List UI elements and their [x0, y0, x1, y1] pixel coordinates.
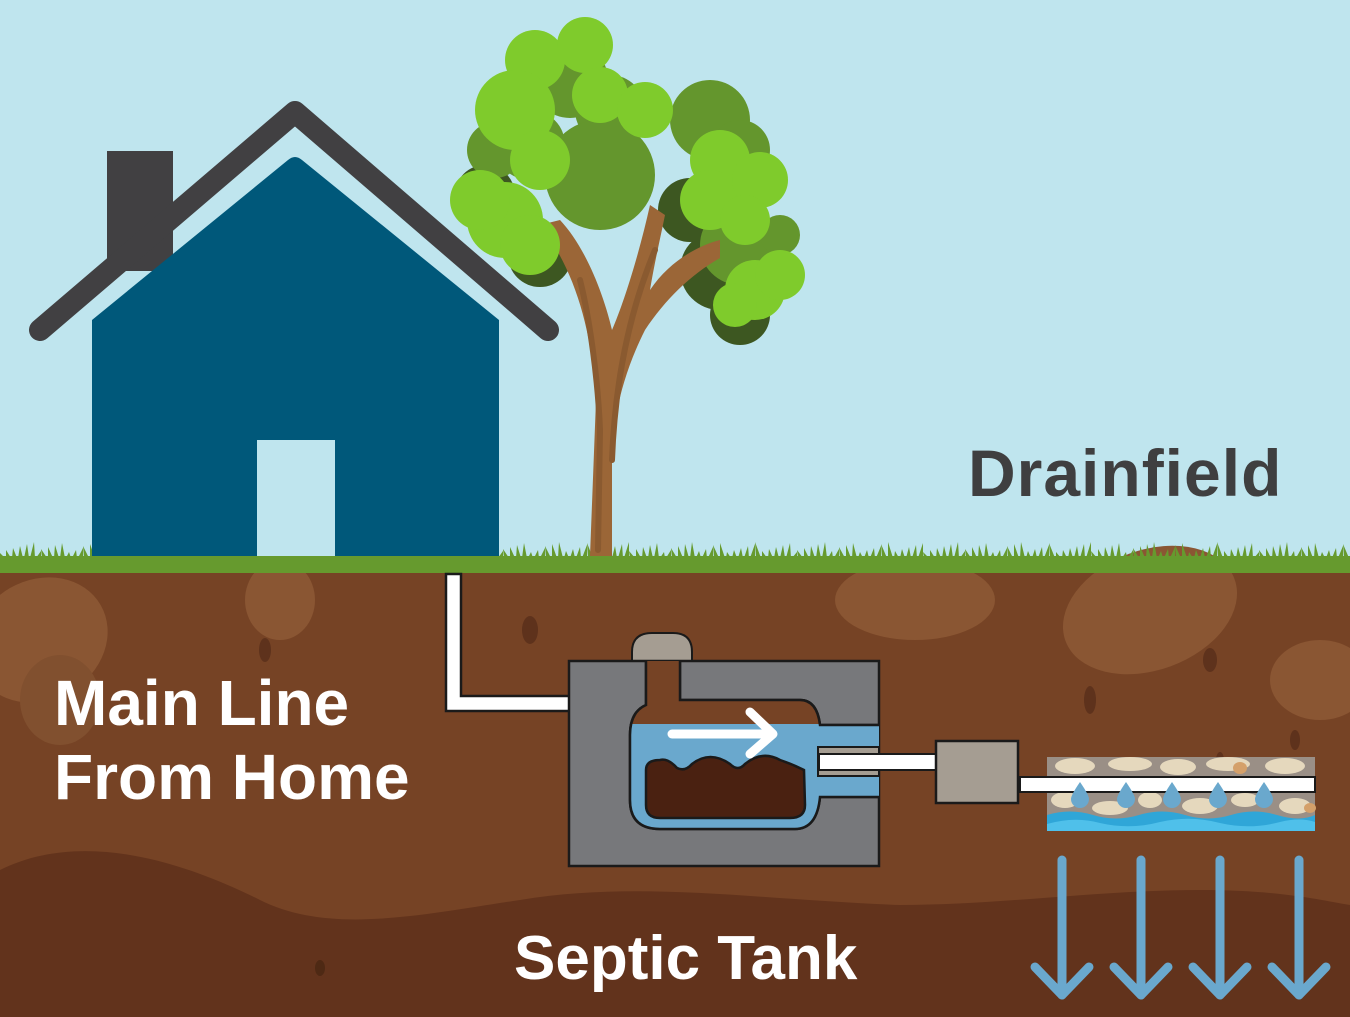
- septic-tank-label: Septic Tank: [514, 924, 858, 993]
- roof: [29, 101, 559, 341]
- down-arrow-icon: [1030, 855, 1094, 1000]
- water-drip-icon: [1255, 782, 1273, 808]
- house: [29, 101, 559, 556]
- tank-sludge: [644, 754, 807, 820]
- drainfield-gravel-bed: [1047, 757, 1316, 831]
- outlet-pipe: [818, 753, 938, 771]
- water-drip-icon: [1209, 782, 1227, 808]
- percolation-arrows: [1030, 855, 1331, 1000]
- down-arrow-icon: [1109, 855, 1173, 1000]
- tree: [450, 17, 805, 556]
- house-body: [92, 157, 499, 556]
- drainfield-label: Drainfield: [968, 436, 1283, 510]
- drips: [1071, 782, 1273, 808]
- water-drip-icon: [1163, 782, 1181, 808]
- main-line-label-line1: Main Line: [54, 667, 350, 739]
- house-door: [257, 440, 335, 556]
- flow-arrow-icon: [667, 707, 778, 759]
- septic-tank: [567, 632, 881, 868]
- tank-access-cap: [631, 632, 693, 663]
- water-drip-icon: [1071, 782, 1089, 808]
- water-drip-icon: [1117, 782, 1135, 808]
- distribution-box: [934, 739, 1020, 805]
- main-line-label: Main Line From Home: [54, 666, 410, 814]
- down-arrow-icon: [1267, 855, 1331, 1000]
- down-arrow-icon: [1188, 855, 1252, 1000]
- main-line-label-line2: From Home: [54, 741, 410, 813]
